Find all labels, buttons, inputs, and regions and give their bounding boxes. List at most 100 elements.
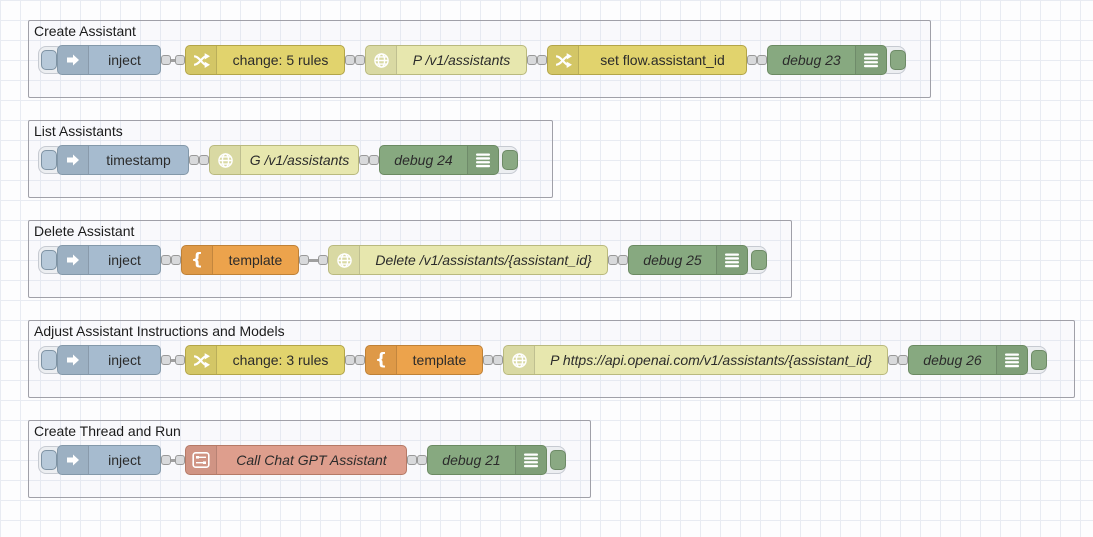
shuffle-icon [555, 52, 572, 69]
inject-button[interactable] [41, 450, 57, 470]
port-input[interactable] [175, 355, 185, 365]
wire[interactable] [161, 58, 185, 62]
port-output[interactable] [161, 55, 171, 65]
debug-toggle-button[interactable] [550, 450, 566, 470]
debug-toggle-button[interactable] [751, 250, 767, 270]
port-input[interactable] [618, 255, 628, 265]
port-output[interactable] [189, 155, 199, 165]
node-inject[interactable]: inject [57, 345, 161, 375]
port-output[interactable] [345, 355, 355, 365]
node-debug[interactable]: debug 23 [767, 45, 887, 75]
inject-button[interactable] [41, 250, 57, 270]
node-label: timestamp [106, 152, 171, 168]
node-label: inject [108, 452, 141, 468]
arrow-right-icon [65, 352, 81, 368]
node-debug[interactable]: debug 26 [908, 345, 1028, 375]
node-icon-strip [58, 146, 89, 174]
port-input[interactable] [355, 55, 365, 65]
node-inject[interactable]: inject [57, 45, 161, 75]
node-icon-strip [186, 446, 217, 474]
port-input[interactable] [369, 155, 379, 165]
node-change[interactable]: set flow.assistant_id [547, 45, 747, 75]
port-output[interactable] [747, 55, 757, 65]
port-input[interactable] [757, 55, 767, 65]
inject-button[interactable] [41, 50, 57, 70]
port-output[interactable] [161, 455, 171, 465]
node-inject[interactable]: timestamp [57, 145, 189, 175]
curly-brace-icon: { [374, 349, 388, 370]
arrow-right-icon [65, 152, 81, 168]
node-change[interactable]: change: 5 rules [185, 45, 345, 75]
port-output[interactable] [608, 255, 618, 265]
arrow-right-icon [65, 452, 81, 468]
node-debug[interactable]: debug 21 [427, 445, 547, 475]
port-output[interactable] [888, 355, 898, 365]
node-change[interactable]: change: 3 rules [185, 345, 345, 375]
wire[interactable] [161, 458, 185, 462]
group-label: Create Thread and Run [34, 423, 181, 439]
list-icon [475, 153, 491, 168]
node-http[interactable]: P /v1/assistants [365, 45, 527, 75]
node-icon-strip [58, 46, 89, 74]
node-http[interactable]: P https://api.openai.com/v1/assistants/{… [503, 345, 888, 375]
port-output[interactable] [359, 155, 369, 165]
node-label: template [412, 352, 467, 368]
node-icon-strip: { [182, 246, 213, 274]
node-template[interactable]: { template [365, 345, 483, 375]
node-label: Call Chat GPT Assistant [236, 452, 387, 468]
node-inject[interactable]: inject [57, 245, 161, 275]
subflow-icon [192, 451, 210, 469]
debug-toggle-button[interactable] [1031, 350, 1047, 370]
port-input[interactable] [318, 255, 328, 265]
node-template[interactable]: { template [181, 245, 299, 275]
debug-toggle-button[interactable] [502, 150, 518, 170]
debug-toggle-button[interactable] [890, 50, 906, 70]
node-label: inject [108, 252, 141, 268]
list-icon [863, 53, 879, 68]
node-http[interactable]: G /v1/assistants [209, 145, 359, 175]
globe-icon [336, 252, 353, 269]
node-debug[interactable]: debug 24 [379, 145, 499, 175]
port-input[interactable] [355, 355, 365, 365]
curly-brace-icon: { [190, 249, 204, 270]
inject-button[interactable] [41, 150, 57, 170]
port-input[interactable] [537, 55, 547, 65]
wire[interactable] [299, 258, 328, 262]
node-label: P https://api.openai.com/v1/assistants/{… [550, 352, 872, 368]
port-input[interactable] [175, 55, 185, 65]
node-icon-strip [58, 346, 89, 374]
wire[interactable] [161, 358, 185, 362]
port-input[interactable] [898, 355, 908, 365]
node-icon-strip [210, 146, 241, 174]
node-icon-strip [996, 346, 1027, 374]
group-label: Create Assistant [34, 23, 136, 39]
inject-button[interactable] [41, 350, 57, 370]
node-icon-strip [186, 346, 217, 374]
node-label: change: 5 rules [232, 52, 329, 68]
list-icon [1004, 353, 1020, 368]
node-debug[interactable]: debug 25 [628, 245, 748, 275]
port-output[interactable] [407, 455, 417, 465]
port-output[interactable] [161, 255, 171, 265]
node-label: debug 23 [782, 52, 841, 68]
node-icon-strip [329, 246, 360, 274]
port-output[interactable] [527, 55, 537, 65]
port-output[interactable] [483, 355, 493, 365]
node-label: debug 26 [923, 352, 982, 368]
port-output[interactable] [299, 255, 309, 265]
port-input[interactable] [493, 355, 503, 365]
node-icon-strip [855, 46, 886, 74]
port-input[interactable] [417, 455, 427, 465]
node-inject[interactable]: inject [57, 445, 161, 475]
port-output[interactable] [161, 355, 171, 365]
port-input[interactable] [199, 155, 209, 165]
port-input[interactable] [171, 255, 181, 265]
node-icon-strip [58, 446, 89, 474]
node-subflow[interactable]: Call Chat GPT Assistant [185, 445, 407, 475]
port-input[interactable] [175, 455, 185, 465]
node-http[interactable]: Delete /v1/assistants/{assistant_id} [328, 245, 608, 275]
globe-icon [217, 152, 234, 169]
node-label: template [228, 252, 283, 268]
port-output[interactable] [345, 55, 355, 65]
